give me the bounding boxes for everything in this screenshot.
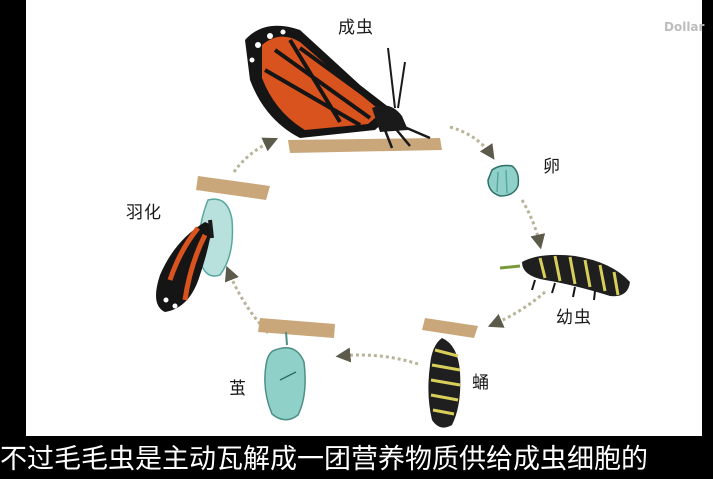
diagram-panel: [26, 0, 702, 436]
eclosion-illustration: [156, 176, 270, 312]
larva-illustration: [499, 254, 630, 301]
pupa-branch: [422, 318, 478, 338]
cocoon-illustration: [258, 318, 335, 421]
arrow-adult-to-egg: [449, 125, 495, 160]
eclosion-branch: [196, 176, 270, 200]
adult-branch: [288, 138, 442, 153]
pupa-illustration: [422, 318, 478, 428]
video-subtitle: 不过毛毛虫是主动瓦解成一团营养物质供给成虫细胞的: [0, 444, 648, 475]
egg-illustration: [487, 164, 520, 197]
label-larva: 幼虫: [556, 308, 592, 328]
label-eclosion: 羽化: [126, 203, 162, 223]
label-pupa: 蛹: [472, 373, 490, 393]
arrow-pupa-to-cocoon: [335, 347, 419, 366]
label-cocoon: 茧: [229, 379, 247, 399]
label-egg: 卵: [543, 157, 561, 177]
label-adult: 成虫: [338, 18, 374, 38]
adult-butterfly-illustration: [245, 25, 442, 153]
arrow-larva-to-pupa: [487, 290, 546, 328]
watermark: Dollar: [664, 20, 705, 34]
cocoon-branch: [258, 318, 335, 338]
arrow-egg-to-larva: [520, 199, 546, 250]
arrow-eclosion-to-adult: [232, 137, 279, 173]
